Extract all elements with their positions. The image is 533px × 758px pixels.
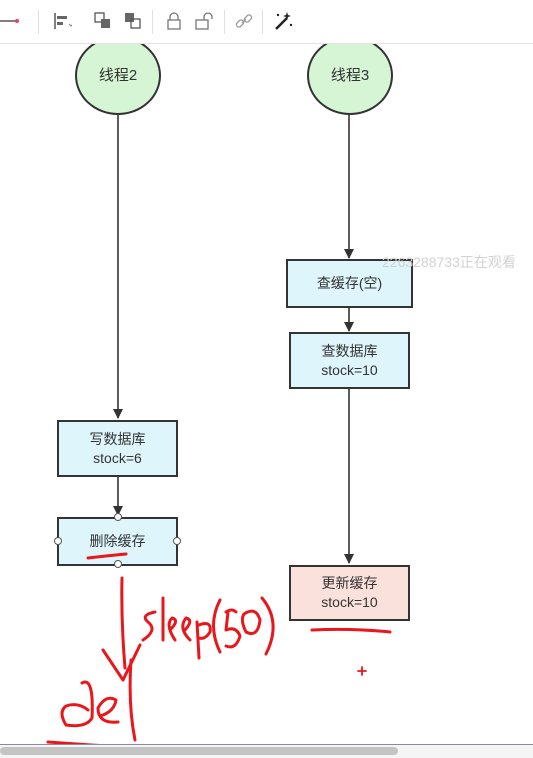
resize-handle-top[interactable] — [114, 513, 122, 521]
diagram-canvas[interactable]: 线程2 线程3 写数据库 stock=6 删除缓存 查缓存(空) 查数据库 st… — [0, 44, 533, 744]
bring-front-icon[interactable] — [92, 10, 114, 32]
thread2-label: 线程2 — [98, 67, 138, 84]
query-db-line1: 查数据库 — [321, 342, 378, 359]
send-back-icon[interactable] — [122, 10, 144, 32]
resize-handle-bottom[interactable] — [114, 560, 122, 568]
connector-layer — [113, 115, 354, 564]
thread3-node[interactable]: 线程3 — [307, 44, 393, 115]
resize-handle-left[interactable] — [54, 537, 62, 545]
update-cache-line1: 更新缓存 — [321, 575, 378, 591]
scrollbar-thumb[interactable] — [0, 747, 398, 755]
toolbar-divider — [152, 10, 153, 34]
toolbar-divider — [38, 10, 39, 34]
write-db-node[interactable]: 写数据库 stock=6 — [57, 420, 178, 477]
thread3-label: 线程3 — [330, 67, 370, 84]
query-db-line2: stock=10 — [321, 361, 378, 378]
toolbar — [0, 0, 533, 44]
link-icon[interactable] — [233, 10, 255, 32]
delete-cache-node[interactable]: 删除缓存 — [57, 517, 178, 566]
unlock-icon[interactable] — [193, 10, 215, 32]
toolbar-divider — [224, 10, 225, 34]
write-db-line1: 写数据库 — [89, 430, 146, 447]
write-db-line2: stock=6 — [93, 449, 142, 466]
line-style-icon[interactable] — [0, 10, 22, 32]
query-cache-label: 查缓存(空) — [316, 275, 383, 291]
horizontal-scrollbar[interactable] — [0, 744, 533, 758]
lock-icon[interactable] — [163, 10, 185, 32]
update-cache-node[interactable]: 更新缓存 stock=10 — [289, 565, 410, 621]
toolbar-divider — [262, 10, 263, 34]
magic-wand-icon[interactable] — [272, 10, 294, 32]
thread2-node[interactable]: 线程2 — [75, 44, 161, 115]
align-left-icon[interactable] — [50, 10, 72, 32]
delete-cache-label: 删除缓存 — [89, 533, 146, 549]
query-db-node[interactable]: 查数据库 stock=10 — [289, 332, 410, 389]
query-cache-node[interactable]: 查缓存(空) — [286, 259, 413, 308]
scrollbar-border — [0, 744, 533, 745]
update-cache-line2: stock=10 — [321, 594, 378, 610]
resize-handle-right[interactable] — [173, 537, 181, 545]
viewer-watermark: 2263288733正在观看 — [382, 254, 516, 270]
